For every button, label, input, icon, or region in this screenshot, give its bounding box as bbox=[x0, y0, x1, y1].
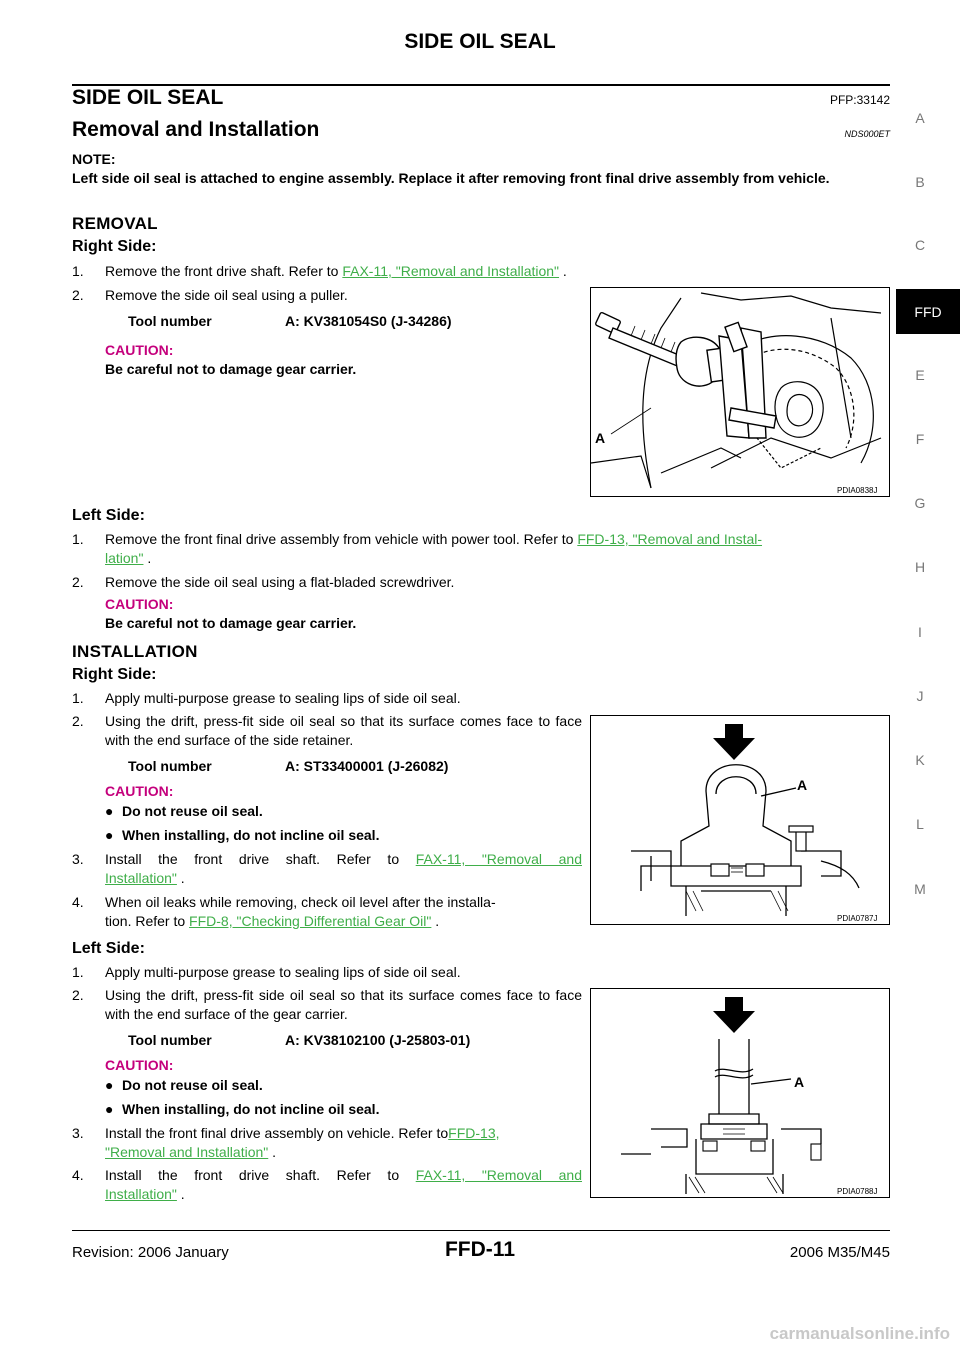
removal-left-step-2: 2. Remove the side oil seal using a flat… bbox=[72, 574, 455, 590]
installation-left-step-4-cont: Installation" . bbox=[105, 1186, 185, 1202]
installation-heading: INSTALLATION bbox=[72, 642, 198, 661]
installation-left-heading: Left Side: bbox=[72, 940, 145, 957]
tab-k[interactable]: K bbox=[915, 752, 925, 768]
figure-puller: A PDIA0838J bbox=[590, 287, 890, 497]
link-fax-11-c[interactable]: FAX-11, "Removal and bbox=[415, 1167, 582, 1183]
removal-right-tool: Tool number A: KV381054S0 (J-34286) bbox=[128, 313, 452, 329]
installation-left-step-1: 1. Apply multi-purpose grease to sealing… bbox=[72, 964, 461, 980]
tab-i[interactable]: I bbox=[918, 624, 922, 640]
link-ffd-13-b[interactable]: FFD-13, bbox=[448, 1125, 500, 1141]
figure-code: PDIA0787J bbox=[837, 914, 878, 923]
installation-right-bullet-1: ●Do not reuse oil seal. bbox=[105, 803, 263, 819]
installation-right-step-3: 3. Install the front drive shaft. Refer … bbox=[72, 851, 582, 867]
link-ffd-13-b-cont[interactable]: "Removal and Installation" bbox=[105, 1144, 269, 1160]
tab-f[interactable]: F bbox=[915, 431, 925, 447]
figure-drift-left: A PDIA0788J bbox=[590, 988, 890, 1198]
installation-right-step-3-cont: Installation" . bbox=[105, 870, 185, 886]
figure-code: PDIA0838J bbox=[837, 486, 878, 495]
drift-right-callout-a: A bbox=[797, 777, 808, 793]
installation-right-bullet-2: ●When installing, do not incline oil sea… bbox=[105, 827, 380, 843]
nds-code: NDS000ET bbox=[844, 129, 890, 139]
tab-m[interactable]: M bbox=[914, 881, 926, 897]
link-fax-11-c-cont[interactable]: Installation" bbox=[105, 1186, 177, 1202]
removal-right-caution-label: CAUTION: bbox=[105, 342, 174, 358]
figure-drift-right: A PDIA0787J bbox=[590, 715, 890, 925]
installation-left-step-2: 2. Using the drift, press-fit side oil s… bbox=[72, 987, 582, 1022]
note-block: NOTE: Left side oil seal is attached to … bbox=[72, 150, 890, 188]
tab-a[interactable]: A bbox=[915, 110, 925, 126]
installation-right-step-2: 2. Using the drift, press-fit side oil s… bbox=[72, 713, 582, 748]
removal-right-step-1: 1. Remove the front drive shaft. Refer t… bbox=[72, 263, 567, 279]
tab-h[interactable]: H bbox=[914, 559, 926, 575]
tab-e[interactable]: E bbox=[915, 367, 925, 383]
subsection-title: Removal and Installation bbox=[72, 118, 320, 141]
link-ffd-13[interactable]: FFD-13, "Removal and Instal- bbox=[577, 531, 763, 547]
removal-left-caution-label: CAUTION: bbox=[105, 596, 174, 612]
removal-right-heading: Right Side: bbox=[72, 238, 157, 255]
puller-illustration bbox=[591, 292, 882, 489]
removal-left-caution-text: Be careful not to damage gear carrier. bbox=[105, 615, 357, 631]
footer-model: 2006 M35/M45 bbox=[789, 1244, 890, 1261]
page-header-title: SIDE OIL SEAL bbox=[404, 30, 556, 53]
watermark: carmanualsonline.info bbox=[769, 1324, 950, 1343]
installation-right-caution-label: CAUTION: bbox=[105, 783, 174, 799]
drift-left-illustration bbox=[621, 997, 822, 1194]
puller-callout-a: A bbox=[595, 430, 606, 446]
drift-right-illustration bbox=[631, 724, 860, 916]
header-rule bbox=[72, 84, 890, 86]
tab-l[interactable]: L bbox=[916, 816, 924, 832]
installation-right-heading: Right Side: bbox=[72, 666, 157, 683]
link-fax-11-b-cont[interactable]: Installation" bbox=[105, 870, 177, 886]
link-ffd-13-cont[interactable]: lation" bbox=[105, 550, 144, 566]
removal-right-caution-text: Be careful not to damage gear carrier. bbox=[105, 361, 357, 377]
installation-right-step-4: 4. When oil leaks while removing, check … bbox=[72, 894, 496, 929]
tab-g[interactable]: G bbox=[914, 495, 926, 511]
link-fax-11[interactable]: FAX-11, "Removal and Installation" bbox=[342, 263, 560, 279]
installation-left-tool: Tool number A: KV38102100 (J-25803-01) bbox=[128, 1032, 471, 1048]
tab-b[interactable]: B bbox=[915, 174, 925, 190]
footer-page-number: FFD-11 bbox=[444, 1238, 515, 1261]
installation-left-bullet-2: ●When installing, do not incline oil sea… bbox=[105, 1101, 380, 1117]
installation-left-step-4: 4. Install the front drive shaft. Refer … bbox=[72, 1167, 582, 1183]
note-text: Left side oil seal is attached to engine… bbox=[72, 170, 830, 186]
installation-right-tool: Tool number A: ST33400001 (J-26082) bbox=[128, 758, 449, 774]
pfp-code: PFP:33142 bbox=[829, 93, 890, 107]
tab-c[interactable]: C bbox=[914, 237, 926, 253]
drift-left-callout-a: A bbox=[794, 1074, 805, 1090]
section-title: SIDE OIL SEAL bbox=[72, 86, 224, 109]
note-label: NOTE: bbox=[72, 151, 116, 167]
figure-code: PDIA0788J bbox=[837, 1187, 878, 1196]
tab-j[interactable]: J bbox=[916, 688, 924, 704]
installation-left-step-3: 3. Install the front final drive assembl… bbox=[72, 1125, 500, 1160]
tab-ffd-active[interactable]: FFD bbox=[896, 289, 960, 334]
footer-revision: Revision: 2006 January bbox=[72, 1244, 229, 1261]
removal-left-heading: Left Side: bbox=[72, 507, 145, 524]
removal-heading: REMOVAL bbox=[72, 214, 158, 233]
removal-left-step-1: 1. Remove the front final drive assembly… bbox=[72, 531, 763, 566]
link-ffd-8[interactable]: FFD-8, "Checking Differential Gear Oil" bbox=[189, 913, 432, 929]
link-fax-11-b[interactable]: FAX-11, "Removal and bbox=[415, 851, 582, 867]
footer-rule bbox=[72, 1230, 890, 1231]
removal-right-step-2: 2. Remove the side oil seal using a pull… bbox=[72, 287, 348, 303]
installation-right-step-1: 1. Apply multi-purpose grease to sealing… bbox=[72, 690, 461, 706]
installation-left-bullet-1: ●Do not reuse oil seal. bbox=[105, 1077, 263, 1093]
installation-left-caution-label: CAUTION: bbox=[105, 1057, 174, 1073]
